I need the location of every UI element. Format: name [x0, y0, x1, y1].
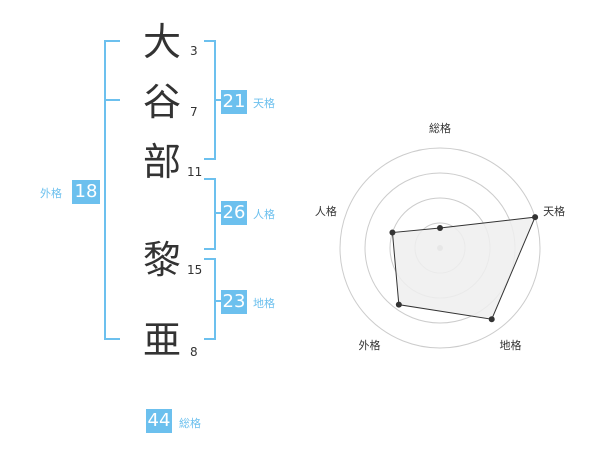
jinkaku-label: 人格 — [253, 208, 275, 221]
gaikaku-value: 18 — [72, 180, 100, 204]
jinkaku-value: 26 — [221, 201, 247, 225]
radar-axis-label-3: 地格 — [500, 338, 522, 352]
name-char-1: 大 — [142, 20, 181, 64]
name-char-4: 黎 — [142, 238, 181, 282]
radar-point-4 — [395, 301, 402, 308]
chikaku-value: 23 — [221, 290, 247, 314]
soukaku-label: 総格 — [179, 417, 201, 430]
tenkaku-value: 21 — [221, 90, 247, 114]
stroke-count-5: 8 — [190, 345, 198, 359]
radar-axis-label-4: 外格 — [358, 338, 380, 352]
stroke-count-4: 15 — [187, 263, 203, 277]
radar-polygon — [391, 216, 536, 320]
tenkaku-label: 天格 — [253, 97, 275, 110]
chikaku-label: 地格 — [253, 297, 275, 310]
radar-axis-label-2: 天格 — [543, 204, 565, 218]
soukaku-value: 44 — [146, 409, 172, 433]
stroke-count-1: 3 — [190, 44, 198, 58]
name-char-3: 部 — [142, 140, 181, 184]
radar-ring-4 — [339, 147, 541, 349]
name-char-2: 谷 — [142, 80, 181, 124]
gaikaku-label: 外格 — [40, 187, 62, 200]
radar-point-1 — [437, 225, 443, 231]
stroke-count-3: 11 — [187, 165, 203, 179]
radar-point-5 — [389, 229, 396, 236]
radar-axis-label-5: 人格 — [315, 204, 337, 218]
name-char-5: 亜 — [142, 318, 181, 362]
radar-axis-label-1: 総格 — [429, 121, 451, 135]
stroke-count-2: 7 — [190, 105, 198, 119]
radar-point-3 — [488, 316, 495, 323]
radar-point-2 — [532, 214, 539, 221]
